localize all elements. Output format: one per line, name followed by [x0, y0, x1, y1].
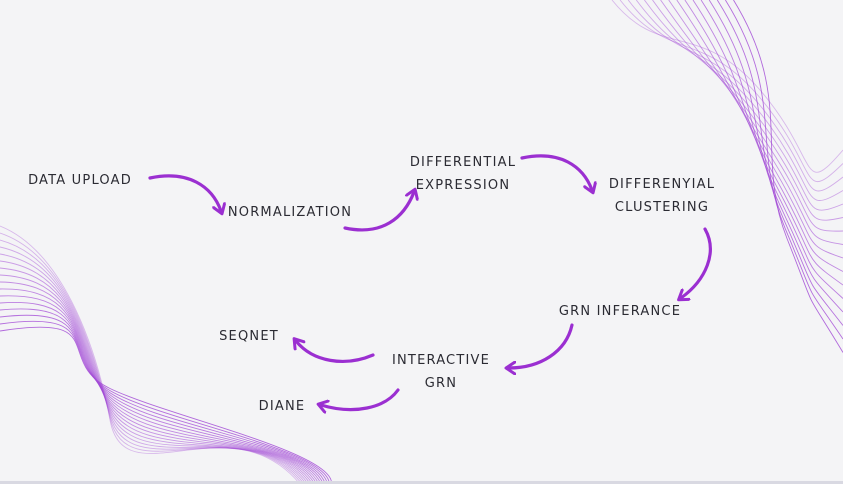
wave-line [0, 225, 301, 484]
wave-line [676, 0, 843, 259]
step-diane: DIANE [259, 395, 306, 418]
wave-line [0, 281, 318, 484]
arrow-grn-inference-to-interactive [509, 323, 574, 368]
step-label-line: DIANE [258, 399, 306, 414]
step-normalization: NORMALIZATION [228, 201, 352, 224]
arrow-clustering-to-grn-inference [681, 227, 712, 298]
arrow-interactive-to-diane [321, 388, 400, 410]
arrow-upload-to-normalization [148, 174, 221, 211]
arrow-expression-to-clustering [520, 154, 592, 190]
wave-decoration-bottom-left [0, 225, 332, 484]
step-label-line: DIFFERENTIAL [409, 155, 517, 170]
step-differential-clustering: DIFFERENYIAL CLUSTERING [609, 173, 715, 219]
bottom-divider [0, 481, 843, 484]
step-label-line: GRN INFERANCE [558, 304, 682, 319]
wave-line [660, 0, 843, 232]
step-label-line: INTERACTIVE [391, 353, 491, 368]
wave-line [619, 0, 843, 183]
wave-line [0, 314, 328, 484]
wave-line [0, 274, 316, 484]
wave-decoration-top-right [611, 0, 843, 353]
step-differential-expression: DIFFERENTIAL EXPRESSION [410, 151, 516, 197]
step-label-line: NORMALIZATION [227, 205, 353, 220]
wave-line [692, 0, 843, 286]
arrow-interactive-to-seqnet [296, 341, 375, 363]
wave-line [0, 232, 303, 484]
step-grn-inference: GRN INFERANCE [559, 300, 681, 323]
wave-line [0, 302, 324, 484]
wave-line [0, 246, 307, 484]
step-interactive-grn: INTERACTIVE GRN [392, 349, 490, 395]
step-label-line: EXPRESSION [415, 178, 511, 193]
wave-line [0, 239, 305, 484]
step-label-line: GRN [424, 376, 458, 391]
wave-line [644, 0, 843, 211]
wave-line [0, 308, 326, 484]
wave-line [700, 0, 843, 299]
wave-line [733, 0, 843, 353]
wave-line [708, 0, 843, 313]
wave-line [0, 320, 330, 484]
wave-line [725, 0, 843, 340]
step-label-line: DIFFERENYIAL [608, 177, 716, 192]
wave-line [0, 326, 332, 484]
step-data-upload: DATA UPLOAD [28, 169, 132, 192]
wave-line [611, 0, 843, 173]
wave-line [668, 0, 843, 245]
wave-line [635, 0, 843, 201]
wave-line [0, 295, 322, 484]
step-label-line: SEQNET [219, 329, 279, 344]
step-label-line: CLUSTERING [614, 200, 710, 215]
step-seqnet: SEQNET [219, 325, 279, 348]
arrow-normalization-to-expression [343, 192, 414, 232]
wave-line [684, 0, 843, 272]
wave-line [652, 0, 843, 221]
step-label-line: DATA UPLOAD [28, 173, 132, 188]
wave-line [716, 0, 843, 326]
wave-line [0, 288, 320, 484]
